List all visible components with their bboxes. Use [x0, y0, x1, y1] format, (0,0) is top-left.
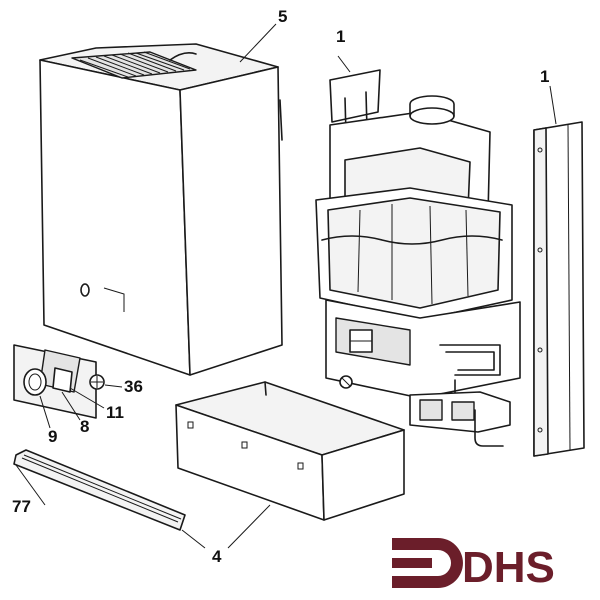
- mounting-bracket: [329, 55, 381, 136]
- callout-8: 8: [80, 417, 89, 436]
- logo-text: DHS: [462, 543, 555, 592]
- callout-5: 5: [278, 7, 287, 26]
- outer-case: [39, 43, 283, 376]
- trim-strip: [13, 449, 206, 549]
- callout-36: 36: [124, 377, 143, 396]
- viewing-hole: [80, 283, 90, 297]
- callout-11: 11: [106, 403, 124, 422]
- lower-tray: [175, 381, 405, 549]
- knob: [23, 368, 47, 396]
- callout-9: 9: [48, 427, 57, 446]
- heater-assembly: [315, 95, 521, 447]
- callout-1-bracket: 1: [336, 27, 345, 46]
- side-strip: [533, 85, 585, 457]
- flue-collar: [409, 107, 455, 125]
- vent-grille: [71, 51, 197, 79]
- callout-labels: 5 1 1 36 11 9 8 77 4: [12, 7, 549, 566]
- callout-1-strip: 1: [540, 67, 549, 86]
- logo-mark: [392, 538, 463, 588]
- control-assembly: [13, 344, 123, 429]
- dhs-logo: DHS: [392, 538, 555, 592]
- callout-4: 4: [212, 547, 222, 566]
- leader-5: [239, 23, 277, 63]
- callout-77: 77: [12, 497, 31, 516]
